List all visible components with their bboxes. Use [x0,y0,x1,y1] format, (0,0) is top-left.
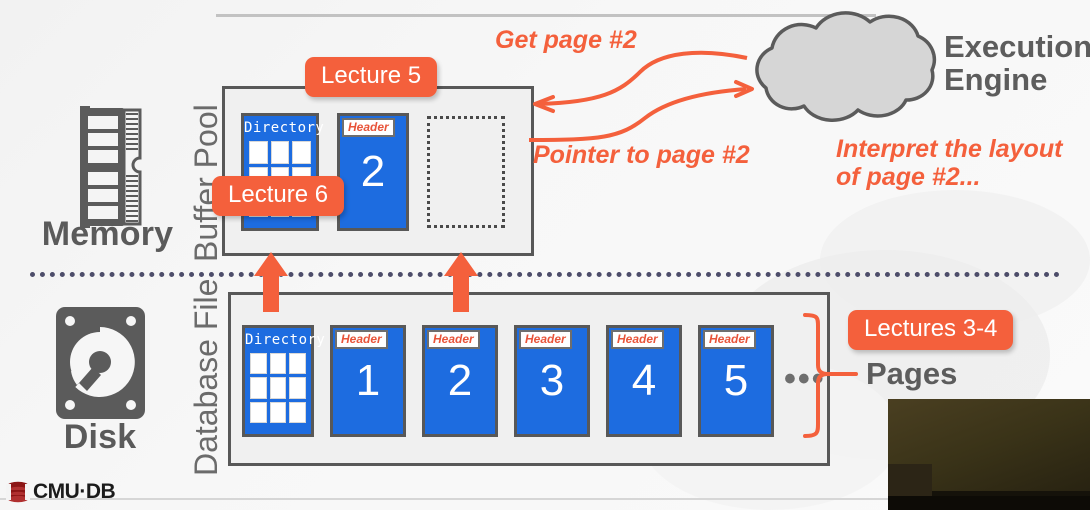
disk-tier-label: Disk [63,418,137,456]
arrow-get-page [533,50,748,113]
page-header-label: Header [611,330,664,349]
empty-buffer-frame[interactable] [427,116,505,228]
annotation-interpret-layout: Interpret the layout of page #2... [836,135,1063,191]
page-header-label: Header [335,330,388,349]
directory-slot [289,401,306,423]
page-header-label: Header [427,330,480,349]
database-barrel-icon [6,481,30,503]
page-header-label: Header [703,330,756,349]
buffer-pool-page-2[interactable]: Header 2 [337,113,409,231]
video-scene-edge [888,491,1090,496]
annotation-pointer-to-page: Pointer to page #2 [533,141,750,169]
page-number: 2 [360,147,386,196]
ram-stick-icon [78,104,148,230]
directory-slot [269,353,287,375]
execution-engine-label: Execution Engine [944,29,1090,98]
page-header-label: Header [519,330,572,349]
badge-lectures-3-4[interactable]: Lectures 3-4 [848,310,1014,350]
page-header-label: Header [342,118,395,137]
page-number: 5 [723,356,749,405]
video-scene-shadow [888,496,1090,510]
arrow-pointer-to-page [528,80,754,142]
badge-lecture-5[interactable]: Lecture 5 [305,57,438,97]
cmu-db-logo[interactable]: CMU·DB [6,480,116,504]
disk-page-2[interactable]: Header 2 [422,325,498,437]
directory-slot [250,377,267,399]
disk-page-1[interactable]: Header 1 [330,325,406,437]
directory-slot [289,377,306,399]
badge-lecture-6[interactable]: Lecture 6 [212,176,345,216]
disk-page-5[interactable]: Header 5 [698,325,774,437]
pages-bracket-label: Pages [866,356,958,391]
cmu-db-wordmark: CMU·DB [33,480,116,503]
page-number: 4 [631,356,657,405]
directory-slot [270,141,290,165]
directory-slot [289,353,306,375]
memory-tier-label: Memory [41,215,174,253]
footer-divider [0,498,1090,500]
page-number: 1 [355,356,381,405]
directory-slot [292,141,311,165]
directory-page-title: Directory [245,332,326,348]
directory-page-title: Directory [244,120,325,136]
memory-disk-divider [30,272,1060,277]
database-file-label: Database File [188,278,224,476]
directory-slot [249,141,268,165]
annotation-get-page: Get page #2 [495,26,637,54]
directory-slot [250,401,267,423]
directory-slot [269,401,287,423]
hard-disk-icon [53,305,148,421]
page-number: 3 [539,356,565,405]
directory-slot [250,353,267,375]
directory-slot [269,377,287,399]
disk-page-4[interactable]: Header 4 [606,325,682,437]
speaker-video-overlay[interactable] [888,399,1090,510]
page-number: 2 [447,356,473,405]
more-pages-ellipsis: ••• [784,360,826,398]
disk-page-3[interactable]: Header 3 [514,325,590,437]
disk-directory-page[interactable]: Directory [242,325,326,437]
buffer-pool-label: Buffer Pool [188,104,224,262]
execution-engine-cloud-icon [755,11,937,122]
directory-slot-grid [245,348,311,428]
title-rule [216,14,876,17]
